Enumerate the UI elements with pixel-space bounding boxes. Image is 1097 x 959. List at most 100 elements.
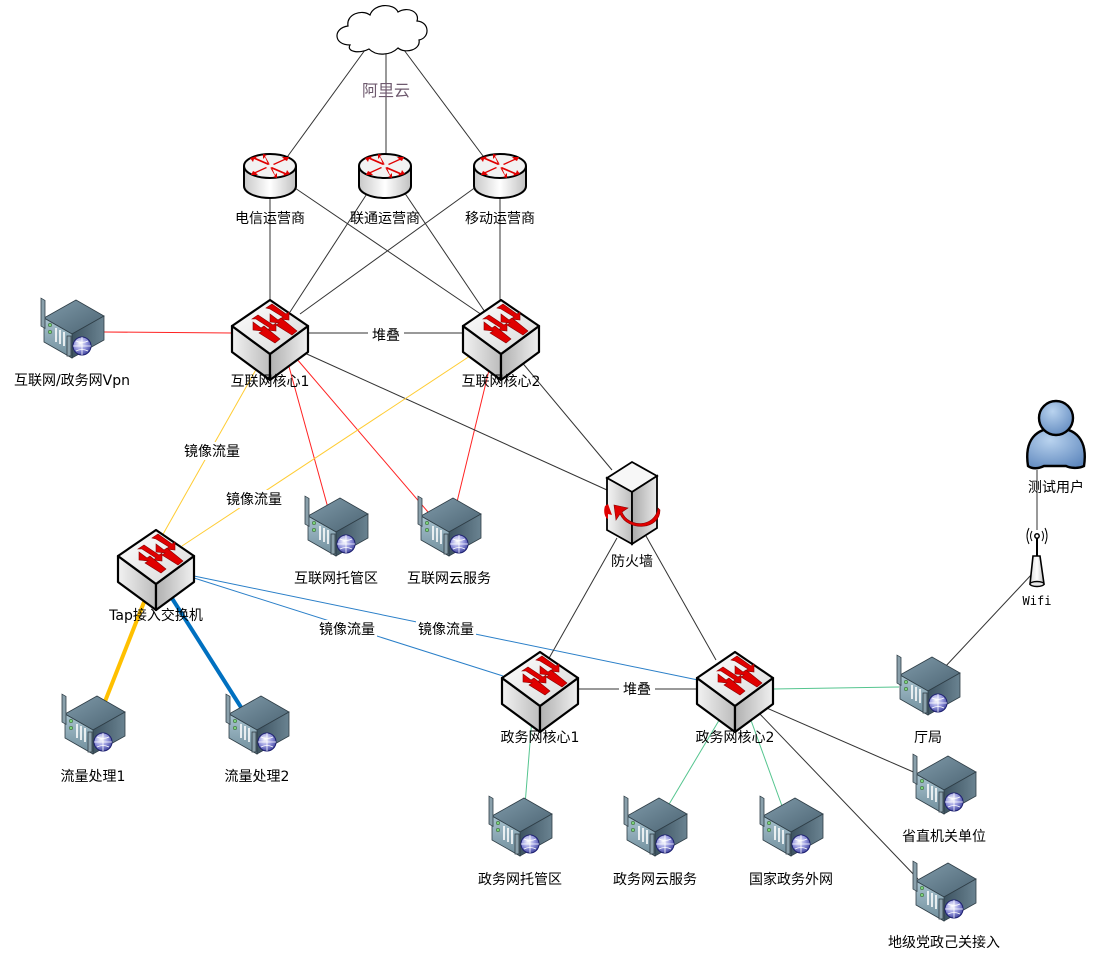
server-node-flow1[interactable]: 流量处理1	[61, 693, 126, 785]
switch-node-inet1[interactable]: 互联网核心1	[230, 298, 310, 390]
switch-label: 政务网核心1	[501, 730, 580, 746]
server-node-prefecture[interactable]: 地级党政己关接入	[888, 860, 1000, 951]
server-label: 省直机关单位	[902, 828, 986, 845]
link-label: 堆叠	[372, 328, 400, 344]
router-icon	[243, 153, 297, 199]
wifi-icon	[1026, 527, 1048, 588]
link-aliyun-telecom	[284, 49, 366, 161]
link-mobile-inet1	[299, 183, 481, 315]
server-label: 厅局	[914, 730, 942, 746]
switch-node-inet2[interactable]: 互联网核心2	[461, 298, 541, 390]
link-label: 镜像流量	[184, 444, 240, 460]
server-icon	[488, 795, 553, 857]
server-icon	[304, 495, 369, 557]
server-icon	[912, 753, 977, 815]
server-icon	[61, 693, 126, 755]
link-labels-layer: 堆叠镜像流量镜像流量镜像流量镜像流量堆叠	[182, 326, 655, 698]
server-node-bureau[interactable]: 厅局	[896, 654, 961, 746]
switch-icon	[461, 298, 541, 382]
link-gov2-provincial	[761, 705, 919, 775]
link-vpn-inet1	[103, 331, 233, 334]
router-node-unicom[interactable]: 联通运营商	[350, 153, 420, 227]
switch-icon	[500, 650, 580, 734]
link-gov2-prefecture	[757, 711, 919, 880]
switch-label: Tap接入交换机	[108, 607, 203, 624]
link-label-background	[368, 326, 404, 344]
server-label: 互联网云服务	[407, 571, 491, 587]
server-node-provincial[interactable]: 省直机关单位	[902, 753, 986, 845]
link-label-background	[416, 620, 476, 638]
links-layer	[102, 49, 1038, 880]
server-node-inet-cloud[interactable]: 互联网云服务	[407, 495, 491, 587]
switch-icon	[116, 528, 196, 612]
wifi-label: Wifi	[1023, 594, 1052, 608]
link-aliyun-mobile	[403, 49, 487, 161]
server-label: 国家政务外网	[749, 871, 833, 888]
switch-icon	[695, 650, 775, 734]
link-inet1-inet-host	[287, 362, 329, 509]
link-gov1-gov-host	[524, 717, 533, 806]
server-icon	[623, 795, 688, 857]
server-node-vpn[interactable]: 互联网/政务网Vpn	[14, 297, 130, 389]
server-node-flow2[interactable]: 流量处理2	[225, 693, 290, 785]
link-label: 镜像流量	[226, 492, 282, 508]
link-fw-gov2	[645, 535, 717, 661]
server-label: 政务网云服务	[613, 872, 697, 888]
link-gov2-bureau	[772, 686, 900, 690]
link-inet2-tap	[181, 351, 477, 547]
cloud-label: 阿里云	[362, 81, 410, 100]
router-label: 移动运营商	[465, 211, 535, 227]
server-node-gov-cloud[interactable]: 政务网云服务	[613, 795, 697, 888]
switch-node-gov2[interactable]: 政务网核心2	[695, 650, 775, 746]
router-node-telecom[interactable]: 电信运营商	[235, 153, 305, 227]
cloud-icon	[336, 5, 428, 55]
server-icon	[225, 693, 290, 755]
user-icon	[1026, 399, 1086, 470]
server-label: 互联网托管区	[294, 571, 378, 587]
switch-label: 政务网核心2	[696, 730, 775, 746]
link-label-background	[619, 680, 655, 698]
server-node-national[interactable]: 国家政务外网	[749, 795, 833, 888]
firewall-label: 防火墙	[611, 554, 653, 570]
wifi-node[interactable]: Wifi	[1023, 527, 1052, 608]
firewall-node[interactable]: 防火墙	[604, 460, 661, 570]
server-label: 政务网托管区	[478, 872, 562, 888]
router-icon	[358, 153, 412, 199]
server-icon	[759, 795, 824, 857]
switch-node-tap[interactable]: Tap接入交换机	[108, 528, 203, 624]
link-label: 镜像流量	[418, 622, 474, 638]
link-inet2-inet-cloud	[455, 365, 491, 507]
link-label-background	[224, 490, 284, 508]
router-node-mobile[interactable]: 移动运营商	[465, 153, 535, 227]
cloud-node-aliyun[interactable]: 阿里云	[336, 5, 428, 100]
link-gov2-national	[747, 711, 783, 807]
link-telecom-inet2	[291, 185, 483, 316]
server-node-gov-host[interactable]: 政务网托管区	[478, 795, 562, 888]
link-tap-flow1	[102, 591, 150, 705]
link-label-background	[317, 620, 377, 638]
link-label: 镜像流量	[319, 622, 375, 638]
firewall-icon	[604, 460, 661, 546]
user-node-testuser[interactable]: 测试用户	[1026, 399, 1086, 496]
server-node-inet-host[interactable]: 互联网托管区	[294, 495, 378, 587]
server-label: 互联网/政务网Vpn	[14, 373, 130, 389]
link-label-background	[182, 442, 242, 460]
link-tap-flow2	[166, 590, 246, 714]
server-icon	[417, 495, 482, 557]
link-inet1-inet-cloud	[295, 357, 429, 513]
router-label: 电信运营商	[235, 211, 305, 227]
switch-label: 互联网核心2	[462, 374, 541, 390]
link-fw-gov1	[547, 537, 618, 661]
router-icon	[473, 153, 527, 199]
server-label: 流量处理1	[61, 769, 126, 785]
server-label: 地级党政己关接入	[888, 934, 1000, 951]
switch-node-gov1[interactable]: 政务网核心1	[500, 650, 580, 746]
link-label: 堆叠	[623, 682, 651, 698]
server-icon	[912, 860, 977, 922]
user-label: 测试用户	[1028, 479, 1084, 496]
switch-label: 互联网核心1	[231, 374, 310, 390]
server-icon	[896, 654, 961, 716]
link-inet2-fw	[519, 359, 613, 471]
switch-icon	[230, 298, 310, 382]
